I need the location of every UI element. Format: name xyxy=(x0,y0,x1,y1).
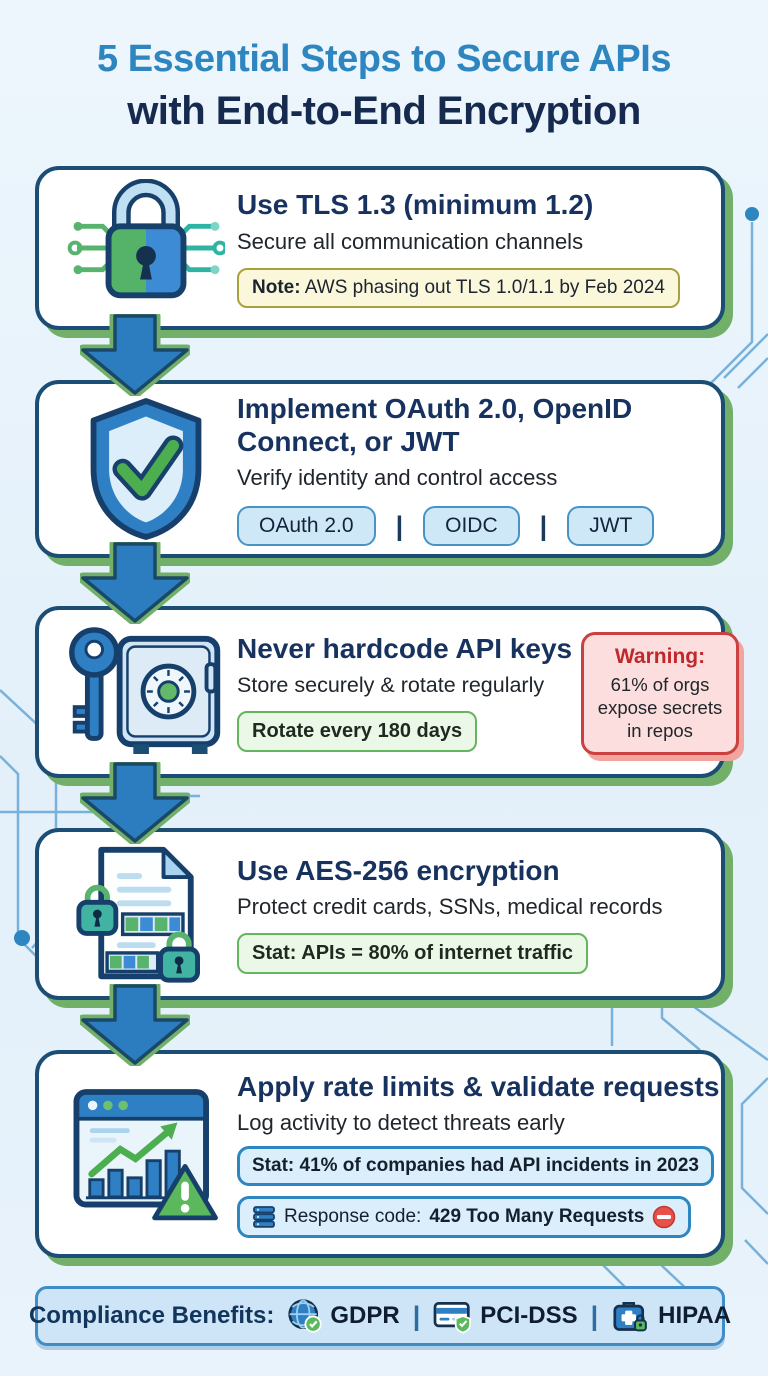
step-subtitle: Protect credit cards, SSNs, medical reco… xyxy=(237,894,663,920)
footer-separator: | xyxy=(590,1300,599,1331)
down-arrow xyxy=(80,542,190,624)
key-safe-icon xyxy=(57,621,235,763)
compliance-name: PCI-DSS xyxy=(480,1302,578,1329)
no-entry-icon xyxy=(653,1205,676,1229)
incident-stat-text: Stat: 41% of companies had API incidents… xyxy=(252,1155,699,1177)
step-title: Use TLS 1.3 (minimum 1.2) xyxy=(237,189,594,221)
footer-separator: | xyxy=(412,1300,421,1331)
chip-separator: | xyxy=(395,510,404,541)
rotation-badge: Rotate every 180 days xyxy=(237,710,478,752)
compliance-item-gdpr: GDPR xyxy=(287,1298,400,1334)
down-arrow xyxy=(80,984,190,1066)
compliance-name: HIPAA xyxy=(658,1302,732,1329)
step-title: Implement OAuth 2.0, OpenID Connect, or … xyxy=(237,392,633,457)
incident-stat-badge: Stat: 41% of companies had API incidents… xyxy=(237,1146,714,1187)
compliance-item-pci-dss: PCI-DSS xyxy=(433,1298,578,1334)
step-title: Never hardcode API keys xyxy=(237,633,573,665)
page-header: 5 Essential Steps to Secure APIs with En… xyxy=(0,38,768,134)
padlock-circuit-icon xyxy=(57,179,235,317)
compliance-name: GDPR xyxy=(330,1302,400,1329)
note-badge: Note: AWS phasing out TLS 1.0/1.1 by Feb… xyxy=(237,267,680,308)
step-title: Apply rate limits & validate requests xyxy=(237,1070,720,1102)
step-subtitle: Log activity to detect threats early xyxy=(237,1110,565,1136)
auth-chip-row: OAuth 2.0 | OIDC | JWT xyxy=(237,506,715,547)
analytics-warning-icon xyxy=(57,1083,235,1226)
compliance-footer: Compliance Benefits: GDPR | PCI-DSS | xyxy=(29,1286,731,1346)
chip-oidc: OIDC xyxy=(423,506,520,547)
shield-check-icon xyxy=(57,395,235,543)
stat-badge: Stat: APIs = 80% of internet traffic xyxy=(237,933,588,975)
warning-text: 61% of orgs expose secrets in repos xyxy=(597,674,723,742)
response-code: 429 Too Many Requests xyxy=(429,1206,645,1228)
server-stack-icon xyxy=(253,1206,275,1228)
globe-icon xyxy=(288,1299,322,1333)
step-card-encryption: Use AES-256 encryption Protect credit ca… xyxy=(35,828,725,1000)
step-card-api-keys: Never hardcode API keys Store securely &… xyxy=(35,606,739,778)
credit-card-icon xyxy=(433,1302,472,1334)
encrypted-document-icon xyxy=(57,842,235,986)
step-title: Use AES-256 encryption xyxy=(237,854,560,886)
step-subtitle: Store securely & rotate regularly xyxy=(237,672,545,697)
step-card-tls: Use TLS 1.3 (minimum 1.2) Secure all com… xyxy=(35,166,725,330)
compliance-item-hipaa: HIPAA xyxy=(611,1298,731,1334)
compliance-label: Compliance Benefits: xyxy=(28,1302,275,1329)
step-card-oauth: Implement OAuth 2.0, OpenID Connect, or … xyxy=(35,380,725,558)
down-arrow xyxy=(80,762,190,844)
step-subtitle: Secure all communication channels xyxy=(237,228,584,254)
chip-separator: | xyxy=(539,510,548,541)
note-text: AWS phasing out TLS 1.0/1.1 by Feb 2024 xyxy=(304,276,665,298)
warning-callout: Warning: 61% of orgs expose secrets in r… xyxy=(581,632,739,756)
page-title-line1: 5 Essential Steps to Secure APIs xyxy=(97,38,671,80)
response-code-badge: Response code: 429 Too Many Requests xyxy=(237,1196,692,1239)
chip-jwt: JWT xyxy=(567,506,655,547)
response-label: Response code: xyxy=(284,1206,422,1228)
note-label: Note: xyxy=(252,276,301,298)
step-subtitle: Verify identity and control access xyxy=(237,465,558,491)
warning-label: Warning: xyxy=(614,645,706,668)
page-title-line2: with End-to-End Encryption xyxy=(127,89,641,133)
medical-kit-icon xyxy=(613,1302,648,1332)
chip-oauth: OAuth 2.0 xyxy=(237,506,376,547)
step-card-rate-limits: Apply rate limits & validate requests Lo… xyxy=(35,1050,725,1258)
down-arrow xyxy=(80,314,190,396)
